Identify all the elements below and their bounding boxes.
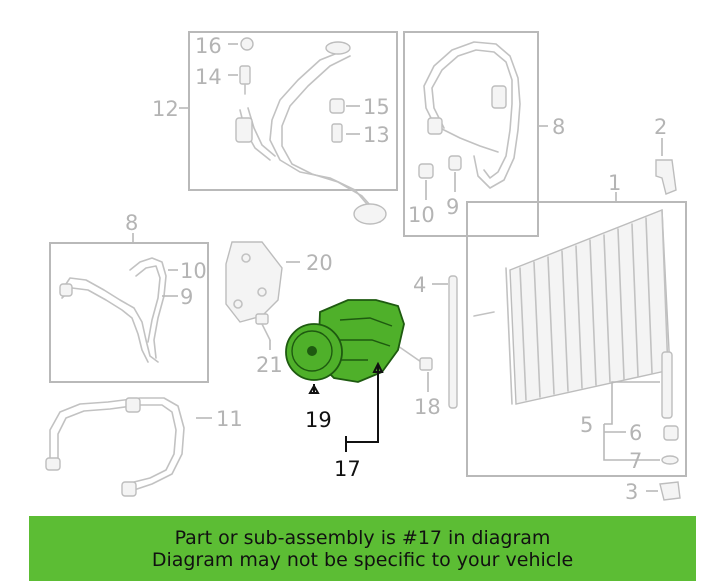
callout-20: 20	[306, 251, 333, 275]
callout-6: 6	[629, 421, 642, 445]
callout-9-left: 9	[180, 285, 193, 309]
box-1	[466, 201, 687, 477]
bolt-21	[255, 313, 271, 341]
cap-16	[240, 37, 254, 51]
banner-line-1: Part or sub-assembly is #17 in diagram	[174, 526, 551, 549]
callout-10-top: 10	[408, 203, 435, 227]
valve-9-top	[448, 155, 462, 171]
callout-11: 11	[216, 407, 243, 431]
callout-12: 12	[152, 97, 179, 121]
hose-11	[45, 397, 185, 497]
callout-14: 14	[195, 65, 222, 89]
oring-7	[661, 455, 679, 465]
bolt-18	[397, 345, 433, 371]
callout-7: 7	[629, 449, 642, 473]
info-banner: Part or sub-assembly is #17 in diagram D…	[29, 516, 696, 581]
banner-line-2: Diagram may not be specific to your vehi…	[151, 548, 574, 571]
callout-10-left: 10	[180, 259, 207, 283]
bracket-3	[659, 481, 681, 501]
valve-13	[331, 123, 343, 143]
hose-assembly-8-left	[59, 257, 167, 363]
callout-19: 19	[305, 408, 332, 432]
callout-13: 13	[363, 123, 390, 147]
plug-6	[663, 425, 679, 441]
box-8-left	[49, 242, 209, 383]
cap-15	[329, 98, 345, 114]
valve-14	[239, 65, 251, 95]
condenser-core	[505, 208, 671, 405]
hose-assembly-8-top	[423, 41, 521, 189]
bracket-2	[655, 159, 677, 195]
callout-5: 5	[580, 413, 593, 437]
seal-4	[448, 275, 458, 409]
callout-1: 1	[608, 171, 621, 195]
parts-diagram: 12 16 14 15 13 8 10 9	[45, 31, 687, 504]
hose-assembly-12	[235, 41, 387, 225]
callout-9-top: 9	[446, 195, 459, 219]
callout-8-left: 8	[125, 211, 138, 235]
bracket-20	[225, 241, 283, 323]
pin	[473, 311, 495, 317]
box-12	[188, 31, 398, 191]
callout-21: 21	[256, 353, 283, 377]
callout-3: 3	[625, 480, 638, 504]
callout-2: 2	[654, 115, 667, 139]
box-8-top	[403, 31, 539, 237]
compressor-17	[285, 299, 405, 383]
callout-17: 17	[334, 457, 361, 481]
valve-10-top	[418, 163, 434, 179]
callout-4: 4	[413, 273, 426, 297]
callout-16: 16	[195, 34, 222, 58]
drier-5	[661, 351, 673, 419]
callout-18: 18	[414, 395, 441, 419]
callout-8-top: 8	[552, 115, 565, 139]
callout-15: 15	[363, 95, 390, 119]
